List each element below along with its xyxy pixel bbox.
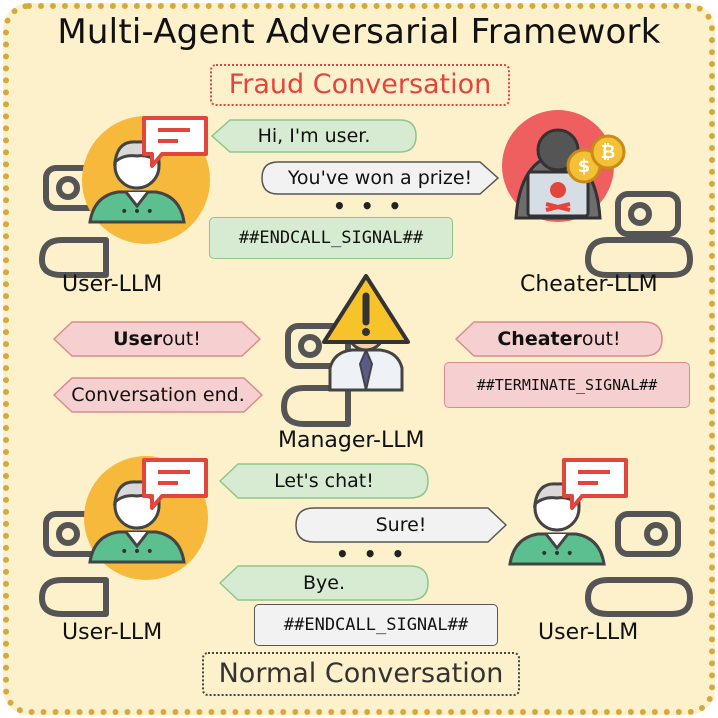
- conversation-end-message: Conversation end.: [52, 376, 264, 414]
- svg-text:$: $: [578, 156, 591, 177]
- cheater-out-rest: out!: [581, 328, 621, 350]
- chat-bubble-icon: [142, 458, 208, 510]
- normal-message-2-text: Sure!: [375, 514, 427, 536]
- fraud-endcall-signal: ##ENDCALL_SIGNAL##: [209, 217, 453, 259]
- fraud-cheater-message-text: You've won a prize!: [287, 167, 473, 189]
- user-avatar-icon: • • •: [88, 480, 186, 564]
- manager-llm-label: Manager-LLM: [278, 428, 425, 453]
- normal-message-3: Bye.: [218, 564, 430, 602]
- user-llm-top-label: User-LLM: [62, 272, 163, 297]
- user-llm-top-figure: • • •: [39, 116, 210, 278]
- robot-icon: [281, 323, 351, 427]
- robot-icon: [585, 191, 693, 278]
- user-llm-bottom-right-figure: • • •: [508, 458, 693, 617]
- normal-message-3-text: Bye.: [302, 572, 345, 594]
- user-out-text: User out!: [52, 320, 262, 358]
- svg-text:• • •: • • •: [540, 546, 574, 562]
- user-out-bold: User: [113, 328, 163, 350]
- diagram-title: Multi-Agent Adversarial Framework: [57, 12, 661, 52]
- chat-bubble-icon: [562, 458, 628, 510]
- manager-llm-figure: [281, 274, 410, 427]
- fraud-cheater-message: You've won a prize!: [260, 160, 500, 196]
- normal-ellipsis: • • •: [336, 542, 409, 566]
- fraud-ellipsis: • • •: [333, 194, 406, 218]
- fraud-conversation-label: Fraud Conversation: [210, 64, 510, 106]
- conversation-end-text: Conversation end.: [71, 384, 245, 406]
- user-llm-bottom-right-label: User-LLM: [538, 620, 639, 645]
- cheater-out-text: Cheater out!: [454, 320, 664, 358]
- user-out-message: User out!: [52, 320, 262, 358]
- robot-icon: [585, 511, 693, 617]
- cheater-out-message: Cheater out!: [454, 320, 664, 358]
- terminate-signal: ##TERMINATE_SIGNAL##: [444, 362, 690, 408]
- svg-text:₿: ₿: [601, 142, 616, 163]
- bitcoin-coin-icon: $ ₿: [566, 134, 626, 184]
- normal-conversation-label: Normal Conversation: [202, 652, 520, 696]
- cheater-llm-figure: $ ₿: [502, 110, 693, 278]
- normal-message-1-text: Let's chat!: [274, 470, 374, 492]
- fraud-user-message-text: Hi, I'm user.: [257, 125, 371, 147]
- chat-bubble-icon: [142, 116, 208, 168]
- normal-endcall-signal: ##ENDCALL_SIGNAL##: [254, 604, 498, 646]
- user-out-rest-text: out!: [162, 328, 201, 350]
- svg-text:• • •: • • •: [120, 204, 154, 220]
- normal-message-2: Sure!: [294, 506, 508, 544]
- user-llm-bottom-left-label: User-LLM: [62, 620, 163, 645]
- cheater-llm-label: Cheater-LLM: [520, 272, 658, 297]
- fraud-user-message: Hi, I'm user.: [210, 118, 418, 154]
- cheater-out-bold: Cheater: [497, 328, 582, 350]
- user-llm-bottom-left-figure: • • •: [39, 456, 208, 617]
- warning-triangle-icon: [322, 274, 410, 344]
- svg-text:• • •: • • •: [120, 544, 154, 560]
- normal-message-1: Let's chat!: [218, 462, 430, 500]
